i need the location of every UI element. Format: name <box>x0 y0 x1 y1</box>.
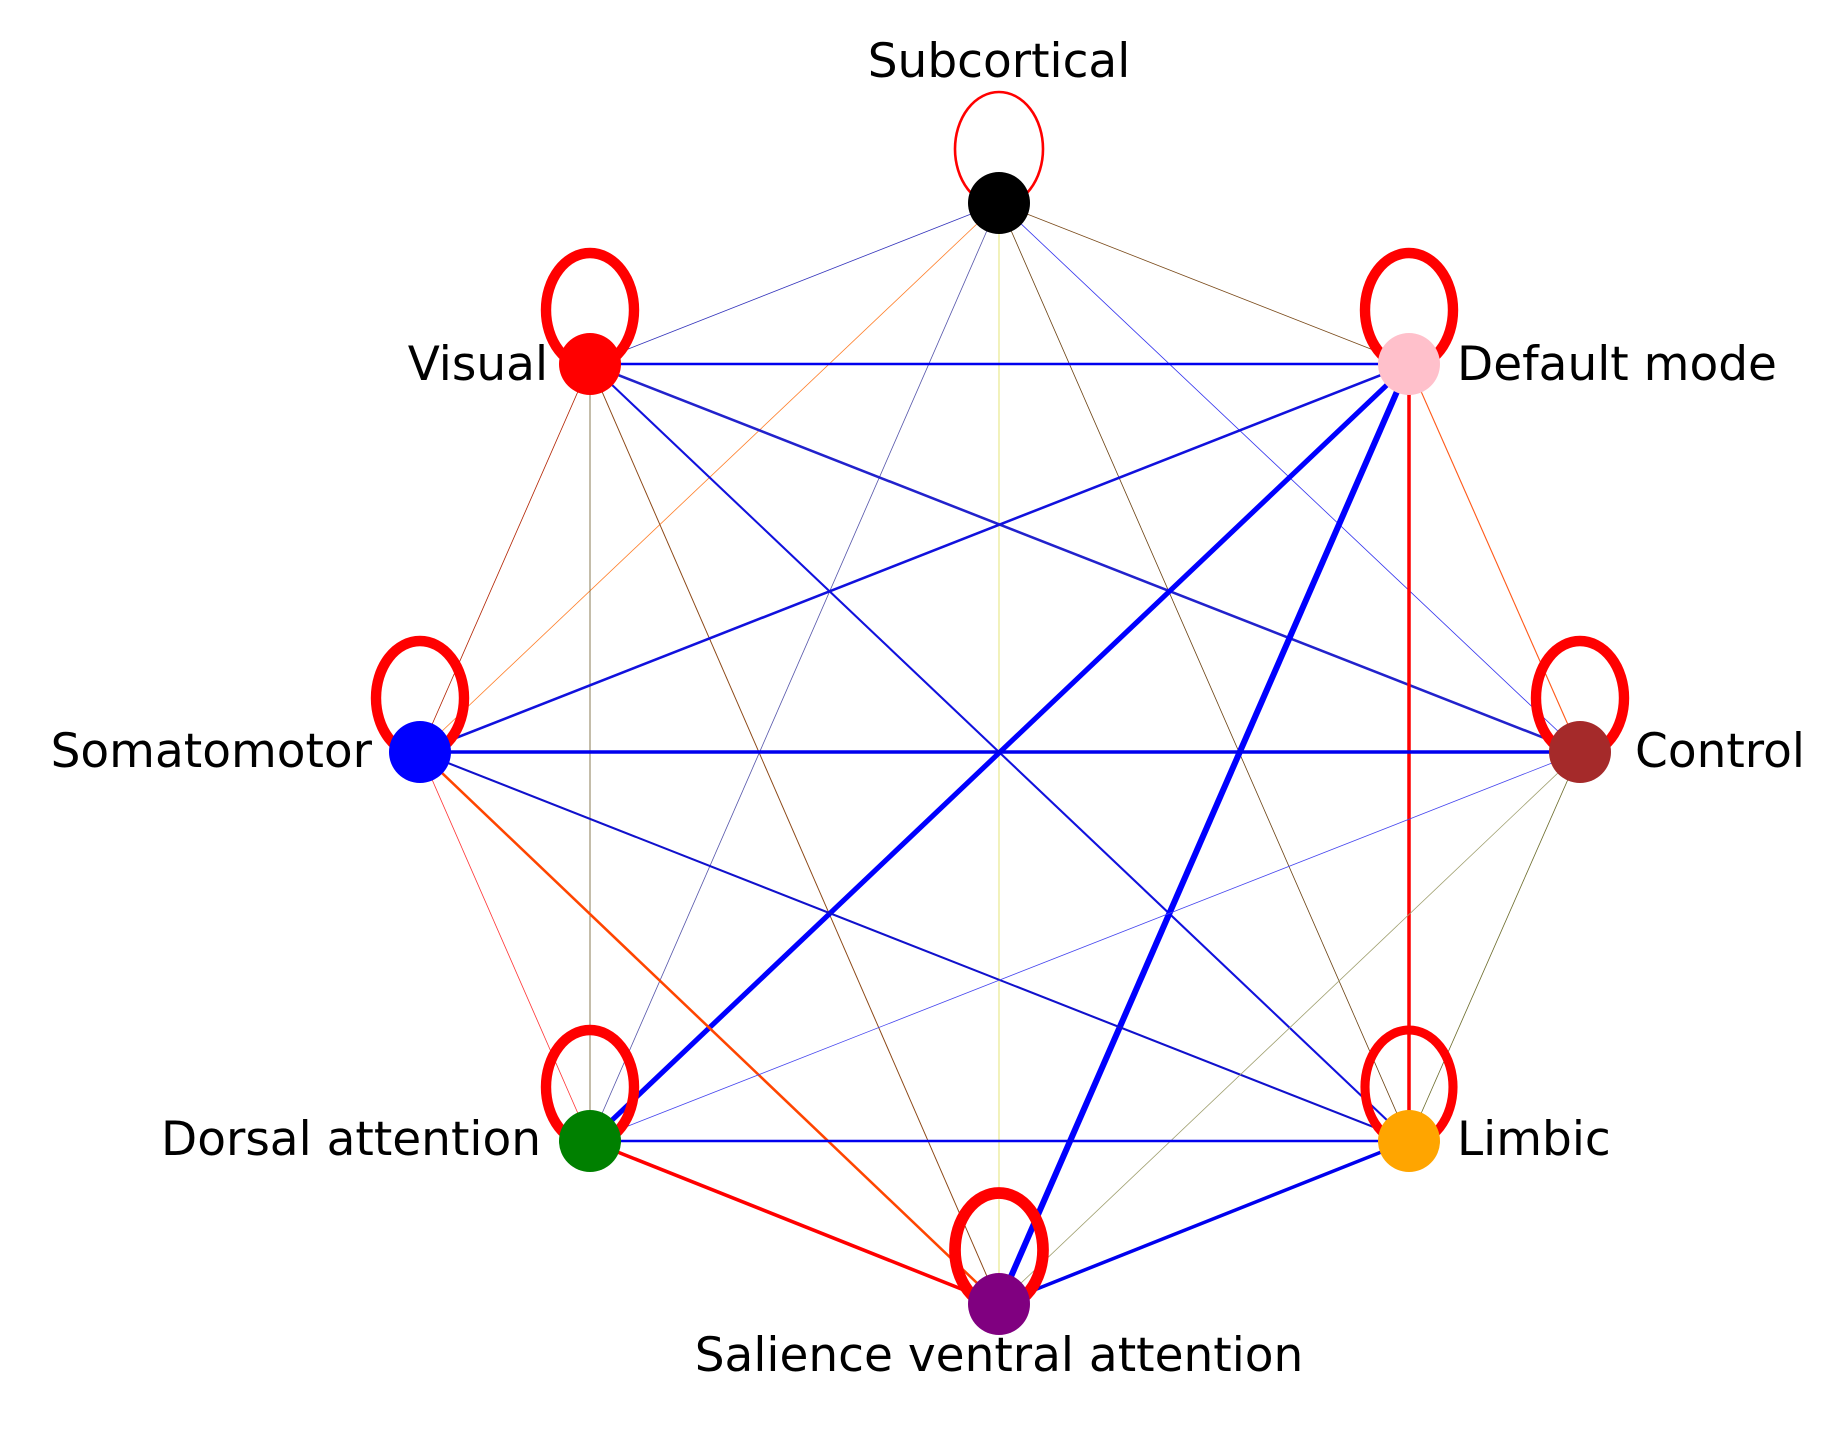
edge-dorsal-salience <box>589 1139 1000 1306</box>
node-label-salience-ventral-attention: Salience ventral attention <box>695 1328 1304 1383</box>
edge-default-mode-salience <box>996 362 1412 1306</box>
edge-control-salience <box>998 751 1581 1305</box>
node-visual <box>559 333 621 395</box>
node-label-default-mode: Default mode <box>1457 337 1777 392</box>
node-label-somatomotor: Somatomotor <box>51 724 373 779</box>
edge-somatomotor-dorsal <box>419 751 591 1142</box>
node-limbic <box>1378 1110 1440 1172</box>
edge-default-mode-control <box>1408 363 1581 753</box>
edge-subcortical-visual <box>589 202 1000 365</box>
node-default-mode <box>1378 333 1440 395</box>
edge-visual-somatomotor <box>419 363 591 753</box>
edge-subcortical-limbic <box>998 202 1410 1142</box>
edge-visual-control <box>589 362 1581 754</box>
edges-layer <box>419 202 1581 1306</box>
edge-somatomotor-limbic <box>419 751 1410 1142</box>
edge-somatomotor-salience <box>419 751 1000 1305</box>
node-control <box>1549 721 1611 783</box>
node-subcortical <box>968 172 1030 234</box>
edge-subcortical-dorsal <box>589 202 1000 1142</box>
edge-control-limbic <box>1408 751 1581 1142</box>
node-label-dorsal-attention: Dorsal attention <box>161 1112 541 1167</box>
node-label-control: Control <box>1635 724 1805 779</box>
nodes-layer <box>389 172 1611 1335</box>
edge-limbic-salience <box>998 1139 1410 1306</box>
edge-default-mode-somatomotor <box>419 362 1410 754</box>
edge-subcortical-default-mode <box>998 202 1410 365</box>
self-loops-layer <box>370 90 1630 1313</box>
edge-control-dorsal <box>589 751 1581 1142</box>
node-label-limbic: Limbic <box>1457 1112 1611 1167</box>
node-somatomotor <box>389 721 451 783</box>
node-label-visual: Visual <box>408 337 548 392</box>
node-label-subcortical: Subcortical <box>868 34 1131 89</box>
node-salience <box>968 1273 1030 1335</box>
labels-layer: Subcortical Default mode Control Limbic … <box>51 34 1805 1383</box>
edge-visual-salience <box>589 363 1000 1305</box>
node-dorsal <box>559 1110 621 1172</box>
